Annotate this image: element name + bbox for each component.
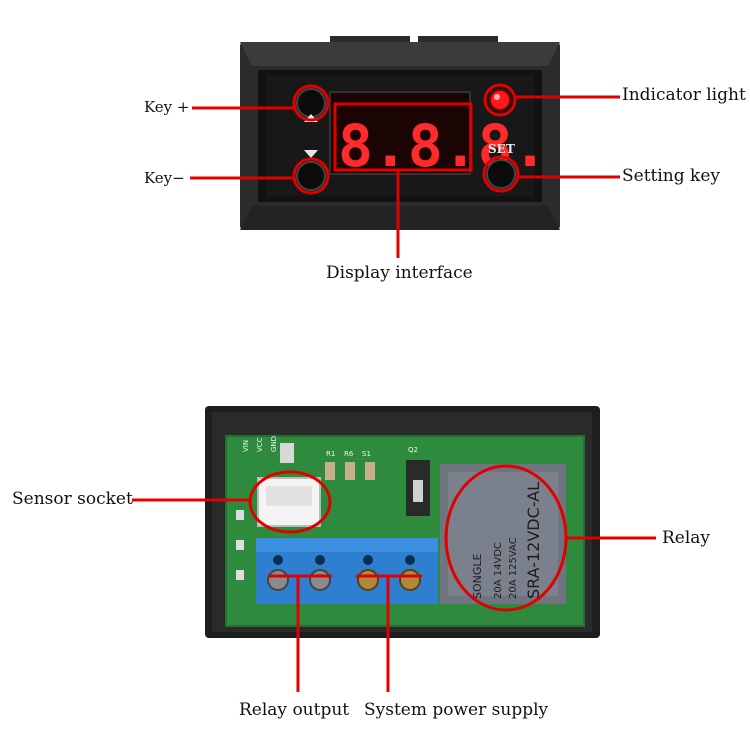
- system-power-supply-label: System power supply: [364, 700, 549, 720]
- indicator-led-icon: [489, 89, 511, 111]
- relay-output-label: Relay output: [239, 700, 350, 720]
- svg-text:VCC: VCC: [256, 437, 264, 452]
- display-interface-label: Display interface: [326, 263, 473, 283]
- key-plus-ring: [292, 84, 330, 122]
- setting-key-ring: [482, 155, 520, 193]
- svg-text:GND: GND: [270, 436, 278, 452]
- setting-key-label: Setting key: [622, 166, 721, 186]
- key-minus-ring: [292, 157, 330, 195]
- minus-key-button[interactable]: [296, 161, 326, 191]
- top-module-photo: 8.8.8. 8.8.8. SET: [240, 36, 560, 230]
- set-print: SET: [488, 142, 515, 156]
- pcb-silkscreen: VIN VCC GND Q2 R1 R6 S1: [242, 436, 418, 458]
- svg-text:R6: R6: [344, 450, 354, 458]
- sensor-socket-label: Sensor socket: [12, 489, 133, 509]
- key-plus-label: Key +: [144, 98, 190, 116]
- indicator-ring: [483, 83, 517, 117]
- key-minus-label: Key−: [144, 169, 185, 187]
- svg-text:SONGLE: SONGLE: [471, 553, 484, 599]
- bottom-callouts: [132, 464, 656, 692]
- down-arrow-icon: [304, 150, 318, 158]
- svg-text:R1: R1: [326, 450, 335, 458]
- svg-text:S1: S1: [362, 450, 371, 458]
- svg-text:20A 14VDC: 20A 14VDC: [493, 542, 504, 599]
- svg-text:Q2: Q2: [408, 446, 418, 454]
- display-frame: [333, 102, 473, 172]
- top-callouts: [190, 83, 620, 258]
- indicator-light-label: Indicator light: [622, 85, 746, 105]
- bottom-module-photo: VIN VCC GND Q2 R1 R6 S1 SONGLE 20A 14VDC…: [205, 406, 600, 638]
- plus-key-button[interactable]: [296, 88, 326, 118]
- display-window: [329, 91, 471, 175]
- svg-text:VIN: VIN: [242, 440, 250, 452]
- relay-label: Relay: [662, 528, 711, 548]
- set-key-button[interactable]: [486, 159, 516, 189]
- svg-text:20A 125VAC: 20A 125VAC: [508, 537, 519, 599]
- svg-text:SRA-12VDC-AL: SRA-12VDC-AL: [524, 482, 543, 599]
- sensor-socket-ring: [248, 470, 332, 534]
